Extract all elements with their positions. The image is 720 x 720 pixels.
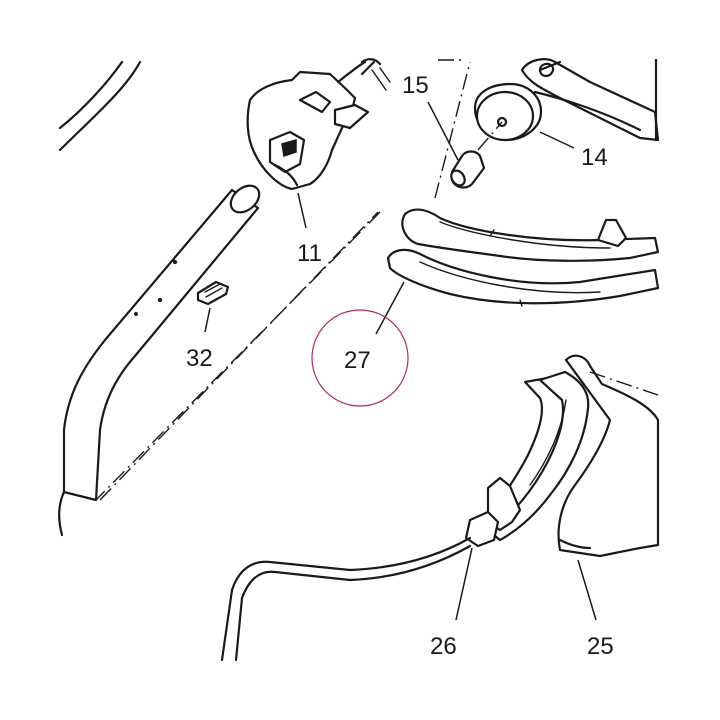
callout-26: 26	[430, 633, 457, 660]
cable-loop-top-left	[58, 60, 142, 152]
callout-32: 32	[186, 345, 213, 372]
part-25-side-cover	[557, 354, 660, 558]
part-27-handle-shell	[386, 208, 660, 307]
part-15-grommet	[434, 61, 486, 199]
callout-27: 27	[344, 347, 371, 374]
leader-lines	[204, 101, 597, 621]
part-11-switch-housing	[246, 58, 391, 191]
highlight-circle	[311, 309, 409, 407]
part-32-clip	[196, 280, 230, 306]
top-right-bracket	[520, 58, 660, 142]
assembly-lines	[95, 59, 462, 501]
callout-14: 14	[581, 144, 608, 171]
callout-25: 25	[587, 633, 614, 660]
part-26-grip	[220, 370, 590, 662]
part-14-cover	[473, 82, 543, 151]
handle-tube	[58, 184, 261, 537]
callout-11: 11	[297, 240, 322, 267]
callout-15: 15	[402, 72, 429, 99]
